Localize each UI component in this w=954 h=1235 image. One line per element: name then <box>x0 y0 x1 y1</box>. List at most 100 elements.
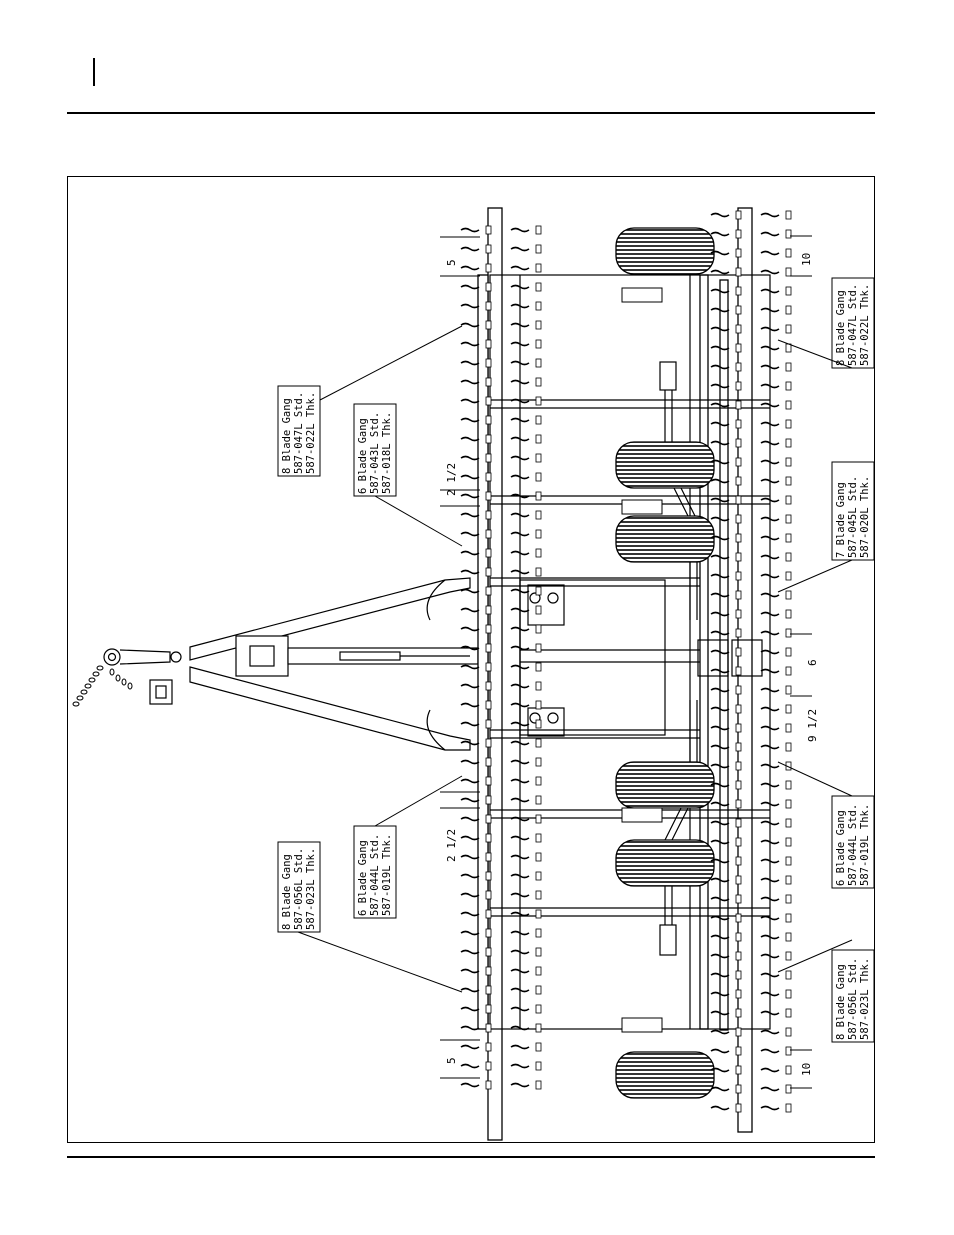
blade-hub <box>485 453 492 463</box>
blade-hub <box>535 358 542 368</box>
disc-blade <box>460 398 480 404</box>
blade-hub <box>535 738 542 748</box>
disc-blade <box>510 968 530 974</box>
disc-blade <box>460 778 480 784</box>
blade-hub <box>535 301 542 311</box>
drawing-frame <box>67 176 875 1143</box>
blade-hub <box>485 434 492 444</box>
disc-blade <box>510 759 530 765</box>
dim-left-bottom: 5 <box>445 1057 458 1064</box>
label-bl: 8 Blade Gang 587-056L Std. 587-023L Thk. <box>277 841 321 933</box>
blade-hub <box>785 818 792 828</box>
disc-blade <box>760 839 780 845</box>
blade-hub <box>785 932 792 942</box>
blade-hub <box>735 1065 742 1075</box>
front-beam <box>477 207 503 1141</box>
disc-blade <box>460 531 480 537</box>
disc-blade <box>510 569 530 575</box>
disc-blade <box>710 212 730 218</box>
blade-hub <box>735 780 742 790</box>
disc-blade <box>710 991 730 997</box>
disc-blade <box>760 801 780 807</box>
blade-hub <box>485 776 492 786</box>
leader-bl <box>297 931 463 993</box>
disc-blade <box>760 782 780 788</box>
disc-blade <box>760 478 780 484</box>
blade-hub <box>485 719 492 729</box>
blade-hub <box>485 662 492 672</box>
disc-blade <box>510 417 530 423</box>
blade-hub <box>485 225 492 235</box>
leader-mr <box>777 559 853 593</box>
disc-blade <box>460 455 480 461</box>
blade-hub <box>735 932 742 942</box>
blade-hub <box>485 1023 492 1033</box>
label-bl-line3: 587-023L Thk. <box>305 848 317 930</box>
dim-left-upper-mid: 2 1/2 <box>445 463 458 496</box>
blade-hub <box>485 643 492 653</box>
blade-hub <box>785 229 792 239</box>
blade-hub <box>535 415 542 425</box>
blade-hub <box>785 514 792 524</box>
header-rule <box>67 112 875 114</box>
blade-hub <box>735 267 742 277</box>
disc-blade <box>760 687 780 693</box>
blade-hub <box>785 609 792 619</box>
blade-hub <box>485 472 492 482</box>
disc-blade <box>760 516 780 522</box>
disc-blade <box>710 953 730 959</box>
blade-hub <box>535 776 542 786</box>
disc-blade <box>460 246 480 252</box>
disc-blade <box>710 288 730 294</box>
disc-blade <box>460 379 480 385</box>
disc-blade <box>710 1010 730 1016</box>
disc-blade <box>760 307 780 313</box>
disc-blade <box>760 497 780 503</box>
disc-blade <box>510 778 530 784</box>
disc-blade <box>710 478 730 484</box>
disc-blade <box>460 1025 480 1031</box>
blade-hub <box>485 282 492 292</box>
label-br2-line3: 587-019L Thk. <box>859 804 871 886</box>
disc-blade <box>460 968 480 974</box>
label-tl-line1: 8 Blade Gang <box>281 398 293 474</box>
leader-tr <box>777 339 853 369</box>
blade-hub <box>535 263 542 273</box>
disc-blade <box>760 763 780 769</box>
dim-right-center-b: 9 1/2 <box>806 709 819 742</box>
blade-hub <box>785 1046 792 1056</box>
label-tl2: 6 Blade Gang 587-043L Std. 587-018L Thk. <box>353 403 397 497</box>
blade-hub <box>535 1042 542 1052</box>
disc-blade <box>710 1086 730 1092</box>
label-br: 8 Blade Gang 587-056L Std. 587-023L Thk. <box>831 949 875 1043</box>
disc-blade <box>460 341 480 347</box>
blade-hub <box>535 1023 542 1033</box>
blade-hub <box>735 552 742 562</box>
blade-hub <box>485 890 492 900</box>
blade-hub <box>735 894 742 904</box>
label-tl: 8 Blade Gang 587-047L Std. 587-022L Thk. <box>277 385 321 477</box>
disc-blade <box>710 345 730 351</box>
blade-hub <box>535 909 542 919</box>
label-tl2-line3: 587-018L Thk. <box>381 412 393 494</box>
tongue-hitch <box>103 577 479 751</box>
disc-blade <box>710 1048 730 1054</box>
blade-hub <box>535 700 542 710</box>
blade-hub <box>735 704 742 714</box>
disc-blade <box>460 759 480 765</box>
disc-blade <box>510 493 530 499</box>
disc-blade <box>710 725 730 731</box>
blade-hub <box>485 624 492 634</box>
disc-blade <box>510 1063 530 1069</box>
disc-blade <box>760 1105 780 1111</box>
blade-hub <box>535 453 542 463</box>
blade-hub <box>735 514 742 524</box>
disc-blade <box>460 1082 480 1088</box>
disc-blade <box>510 455 530 461</box>
blade-hub <box>485 852 492 862</box>
blade-hub <box>785 837 792 847</box>
blade-hub <box>485 491 492 501</box>
blade-hub <box>735 875 742 885</box>
disc-blade <box>460 607 480 613</box>
blade-hub <box>735 438 742 448</box>
